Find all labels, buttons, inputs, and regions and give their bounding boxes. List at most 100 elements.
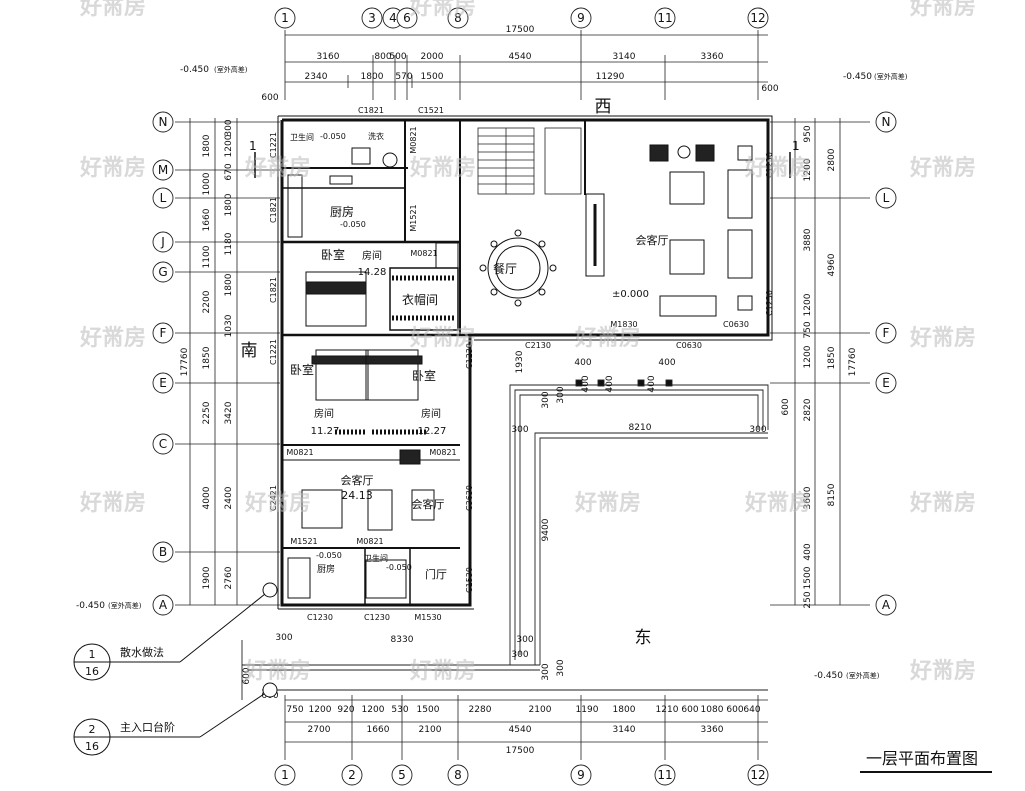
svg-text:好黹房: 好黹房 [909,155,976,181]
svg-text:-0.450: -0.450 [76,601,105,611]
svg-text:C1530: C1530 [465,567,474,593]
svg-text:卫生间: 卫生间 [364,553,388,563]
svg-text:400: 400 [658,358,675,368]
svg-text:300: 300 [511,425,528,435]
left-dimensions [175,118,280,606]
courtyard-outline [241,379,769,700]
svg-text:好黹房: 好黹房 [79,490,146,516]
left-axis-bubbles: N M L J G F E C B A [152,111,174,616]
svg-text:400: 400 [574,358,591,368]
svg-text:(室外高差): (室外高差) [108,601,142,610]
svg-text:3880: 3880 [803,228,813,251]
svg-text:600: 600 [726,705,743,715]
svg-text:600: 600 [681,705,698,715]
svg-text:G: G [158,265,167,279]
svg-text:M1521: M1521 [290,537,317,546]
svg-text:570: 570 [395,72,412,82]
svg-text:400: 400 [581,375,591,392]
svg-text:好黹房: 好黹房 [744,155,811,181]
svg-text:卧室: 卧室 [412,368,436,383]
svg-text:1500: 1500 [803,566,813,589]
svg-text:C0630: C0630 [676,341,702,350]
svg-text:2400: 2400 [224,486,234,509]
label-east: 东 [635,628,652,648]
svg-text:3160: 3160 [317,52,340,62]
svg-text:散水做法: 散水做法 [120,645,164,659]
label-west: 西 [595,97,612,117]
svg-text:3140: 3140 [613,725,636,735]
svg-text:2: 2 [89,723,96,736]
svg-text:300: 300 [749,425,766,435]
svg-text:6: 6 [403,11,411,25]
svg-text:250: 250 [803,591,813,608]
svg-text:1850: 1850 [827,346,837,369]
svg-text:2340: 2340 [305,72,328,82]
svg-text:-0.050: -0.050 [340,220,366,229]
svg-text:2000: 2000 [421,52,444,62]
svg-text:好黹房: 好黹房 [909,0,976,20]
svg-text:400: 400 [803,543,813,560]
svg-text:12: 12 [750,768,765,782]
svg-text:F: F [883,326,890,340]
svg-text:1800: 1800 [613,705,636,715]
svg-text:C1521: C1521 [418,106,444,115]
svg-text:1850: 1850 [202,346,212,369]
svg-text:2250: 2250 [202,401,212,424]
svg-text:670: 670 [224,163,234,180]
svg-text:1500: 1500 [421,72,444,82]
svg-text:-0.450: -0.450 [814,671,843,681]
svg-text:1800: 1800 [224,193,234,216]
svg-text:2100: 2100 [529,705,552,715]
svg-text:600: 600 [761,84,778,94]
svg-text:1800: 1800 [202,134,212,157]
svg-text:12: 12 [750,11,765,25]
svg-text:C1221: C1221 [269,132,278,158]
svg-text:1: 1 [249,139,257,153]
svg-text:好黹房: 好黹房 [79,155,146,181]
svg-text:1200: 1200 [309,705,332,715]
svg-text:E: E [882,376,890,390]
label-south: 南 [241,341,258,361]
svg-text:1: 1 [281,768,289,782]
svg-text:1: 1 [89,648,96,661]
top-dimension-text: 17500 3160 800 500 2000 4540 3140 3360 2… [305,25,724,82]
svg-text:好黹房: 好黹房 [409,658,476,684]
svg-text:卫生间: 卫生间 [290,132,314,142]
svg-text:1930: 1930 [515,350,525,373]
svg-text:1200: 1200 [803,158,813,181]
svg-text:好黹房: 好黹房 [409,0,476,20]
svg-text:主入口台阶: 主入口台阶 [120,720,175,734]
opening-labels: C1821 C1521 M0821 C1221 C1821 M1521 M082… [269,106,774,622]
svg-text:M0821: M0821 [409,126,418,153]
svg-text:1800: 1800 [224,273,234,296]
svg-text:好黹房: 好黹房 [744,490,811,516]
svg-text:11.27: 11.27 [311,426,340,437]
svg-text:M1830: M1830 [610,320,637,329]
svg-text:1500: 1500 [417,705,440,715]
svg-text:M0821: M0821 [286,448,313,457]
svg-text:17760: 17760 [848,347,858,376]
svg-text:-0.050: -0.050 [320,132,346,141]
room-labels: 西 东 南 卫生间 洗衣 厨房 卧室 房间 14.28 衣帽间 餐厅 会客厅 卧… [241,97,669,648]
svg-text:600: 600 [242,667,252,684]
svg-text:8210: 8210 [629,423,652,433]
svg-text:1180: 1180 [224,232,234,255]
svg-text:C: C [159,437,167,451]
svg-text:300: 300 [541,391,551,408]
svg-text:4000: 4000 [202,486,212,509]
svg-text:4540: 4540 [509,52,532,62]
bottom-dimensions [284,695,768,760]
svg-text:300: 300 [275,633,292,643]
right-dimensions [770,118,870,606]
svg-text:750: 750 [803,321,813,338]
svg-text:房间: 房间 [362,249,382,262]
svg-text:400: 400 [605,375,615,392]
svg-text:M0821: M0821 [356,537,383,546]
svg-text:M1521: M1521 [409,204,418,231]
svg-text:1190: 1190 [576,705,599,715]
svg-text:好黹房: 好黹房 [244,658,311,684]
svg-text:1210: 1210 [656,705,679,715]
svg-text:好黹房: 好黹房 [244,490,311,516]
dim-total-top: 17500 [506,25,535,35]
